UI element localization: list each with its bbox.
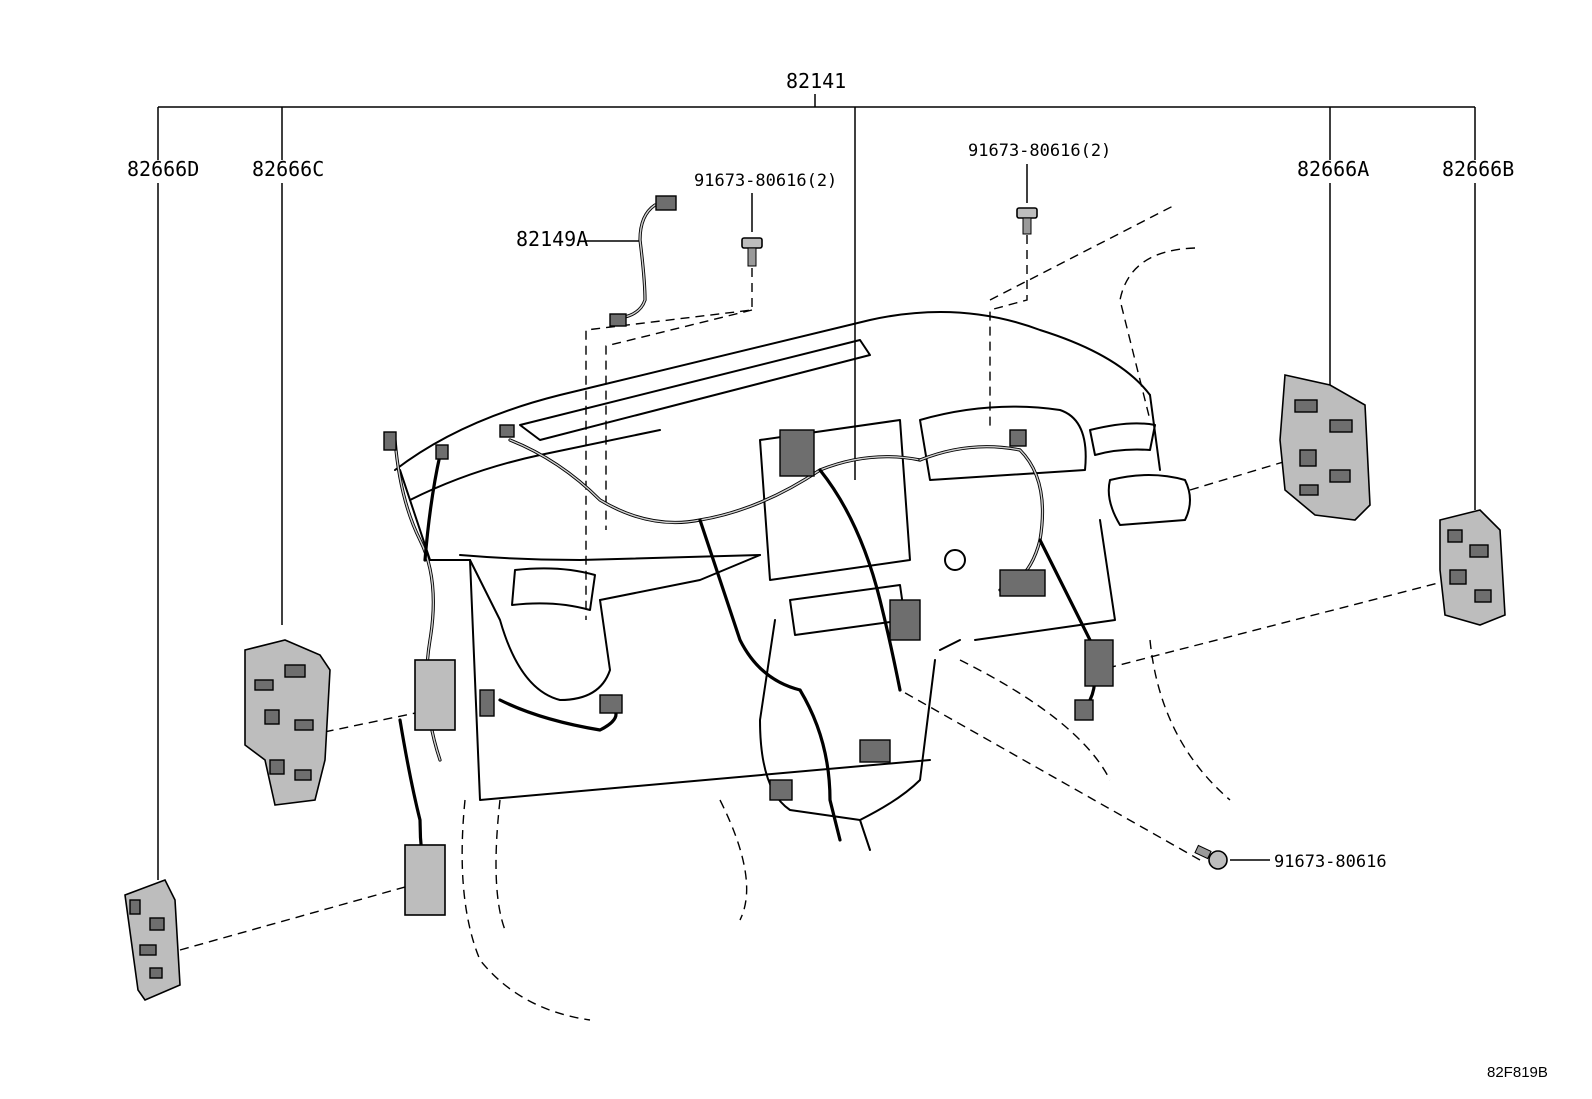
relay-block-82666c: [244, 639, 331, 806]
label-bolt-bottom: 91673-80616: [1274, 852, 1387, 872]
vehicle-body-outline: [461, 204, 1231, 1021]
label-82666d: 82666D: [127, 157, 199, 181]
bolt-bottom-icon: [1194, 844, 1228, 870]
install-guide-lines: [179, 235, 1451, 951]
relay-block-82666a: [1279, 374, 1371, 521]
wire-82149a: [609, 195, 677, 327]
relay-block-82666b: [1439, 509, 1506, 626]
harness-connectors: [383, 424, 1114, 916]
bolt-right-icon: [1016, 207, 1038, 235]
wire-harness-82141: [393, 438, 1097, 902]
label-82141: 82141: [786, 69, 846, 93]
label-82666a: 82666A: [1297, 157, 1369, 181]
label-bolt-left: 91673-80616(2): [694, 171, 837, 191]
relay-block-82666d: [124, 878, 181, 1001]
label-82149a: 82149A: [516, 227, 588, 251]
label-82666c: 82666C: [252, 157, 324, 181]
instrument-panel: [394, 311, 1191, 851]
figure-code: 82F819B: [1487, 1064, 1548, 1081]
leader-lines: [157, 94, 1476, 880]
label-82666b: 82666B: [1442, 157, 1514, 181]
label-bolt-right: 91673-80616(2): [968, 141, 1111, 161]
bolt-left-icon: [741, 237, 763, 267]
